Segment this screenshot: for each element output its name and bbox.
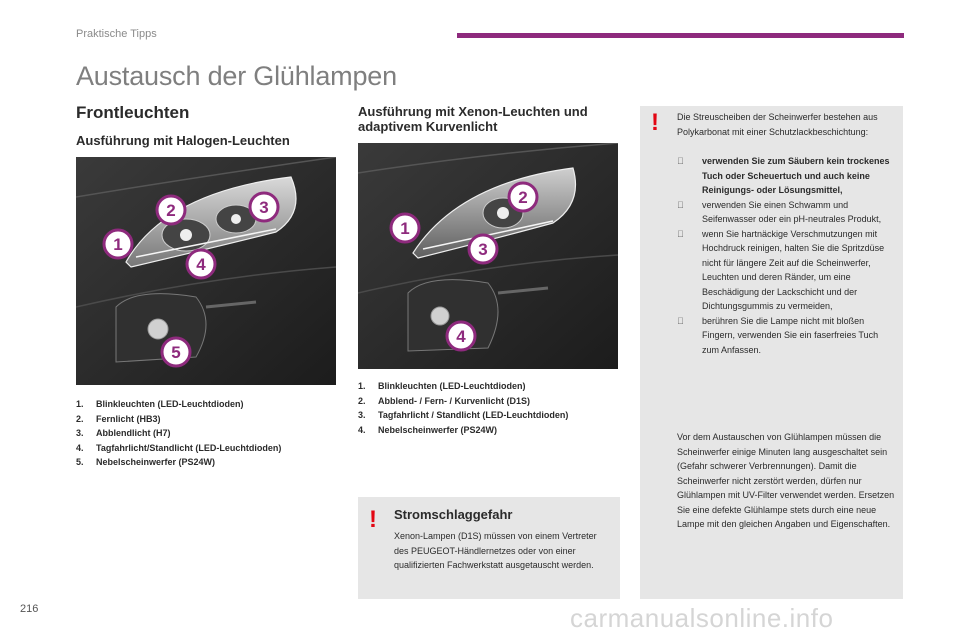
svg-text:5: 5 xyxy=(171,343,180,362)
halogen-heading: Ausführung mit Halogen-Leuchten xyxy=(76,133,290,148)
bullet-icon:  xyxy=(677,198,702,227)
svg-text:1: 1 xyxy=(400,219,409,238)
care-bullet-list: verwenden Sie zum Säubern kein trockene… xyxy=(677,154,897,357)
callout-2: 2 xyxy=(507,181,539,213)
xenon-headlight-photo: 1 2 3 4 xyxy=(358,143,618,369)
list-item: 1.Blinkleuchten (LED-Leuchtdioden) xyxy=(76,399,244,409)
list-item: 1.Blinkleuchten (LED-Leuchtdioden) xyxy=(358,381,526,391)
list-item: 2.Fernlicht (HB3) xyxy=(76,413,161,424)
list-item: 4.Tagfahrlicht/Standlicht (LED-Leuchtdio… xyxy=(76,442,282,453)
callout-3: 3 xyxy=(248,191,280,223)
list-item: berühren Sie die Lampe nicht mit bloßen… xyxy=(677,314,897,358)
list-item: 5.Nebelscheinwerfer (PS24W) xyxy=(76,457,216,467)
svg-text:3: 3 xyxy=(259,198,268,217)
list-item: 3.Abblendlicht (H7) xyxy=(76,428,171,438)
section-accent-bar xyxy=(457,33,904,38)
watermark: carmanualsonline.info xyxy=(570,603,834,633)
section-header: Praktische Tipps xyxy=(76,28,157,40)
xenon-heading: Ausführung mit Xenon-Leuchten und adapti… xyxy=(358,104,588,134)
svg-text:2: 2 xyxy=(166,201,175,220)
svg-text:1: 1 xyxy=(113,235,122,254)
headlight-care-box xyxy=(640,106,903,599)
svg-text:2: 2 xyxy=(518,188,527,207)
page-number: 216 xyxy=(20,603,39,615)
bullet-icon:  xyxy=(677,154,702,198)
electric-shock-warning-box xyxy=(358,497,620,599)
bullet-icon:  xyxy=(677,314,702,358)
list-item: verwenden Sie einen Schwamm und Seifenw… xyxy=(677,198,897,227)
list-item: verwenden Sie zum Säubern kein trockene… xyxy=(677,154,897,198)
list-item: 4.Nebelscheinwerfer (PS24W) xyxy=(358,424,498,435)
xenon-parts-list: 1.Blinkleuchten (LED-Leuchtdioden) 2.Abb… xyxy=(358,379,638,437)
callout-3: 3 xyxy=(467,233,499,265)
warning-text: Xenon-Lampen (D1S) müssen von einem Vert… xyxy=(394,531,597,570)
list-item: wenn Sie hartnäckige Verschmutzungen mi… xyxy=(677,227,897,314)
svg-text:4: 4 xyxy=(196,255,206,274)
list-item: 2.Abblend- / Fern- / Kurvenlicht (D1S) xyxy=(358,395,531,406)
warning-title: Stromschlaggefahr xyxy=(394,507,513,522)
bullet-icon:  xyxy=(677,227,702,314)
front-lights-heading: Frontleuchten xyxy=(76,103,190,122)
exclamation-icon: ! xyxy=(651,109,659,136)
callout-1: 1 xyxy=(102,228,134,260)
callout-2: 2 xyxy=(155,194,187,226)
callout-1: 1 xyxy=(389,212,421,244)
list-item: 3.Tagfahrlicht / Standlicht (LED-Leuchtd… xyxy=(358,410,569,420)
care-intro-text: Die Streuscheiben der Scheinwerfer beste… xyxy=(677,112,878,137)
halogen-parts-list: 1.Blinkleuchten (LED-Leuchtdioden) 2.Fer… xyxy=(76,397,286,470)
svg-text:4: 4 xyxy=(456,327,466,346)
halogen-headlight-photo: 1 2 3 4 5 xyxy=(76,157,336,385)
exclamation-icon: ! xyxy=(369,506,377,533)
page-title: Austausch der Glühlampen xyxy=(76,61,397,91)
callout-4: 4 xyxy=(185,248,217,280)
callout-5: 5 xyxy=(160,336,192,368)
svg-text:3: 3 xyxy=(478,240,487,259)
callout-4: 4 xyxy=(445,320,477,352)
replacement-note: Vor dem Austauschen von Glühlampen müsse… xyxy=(677,432,895,529)
